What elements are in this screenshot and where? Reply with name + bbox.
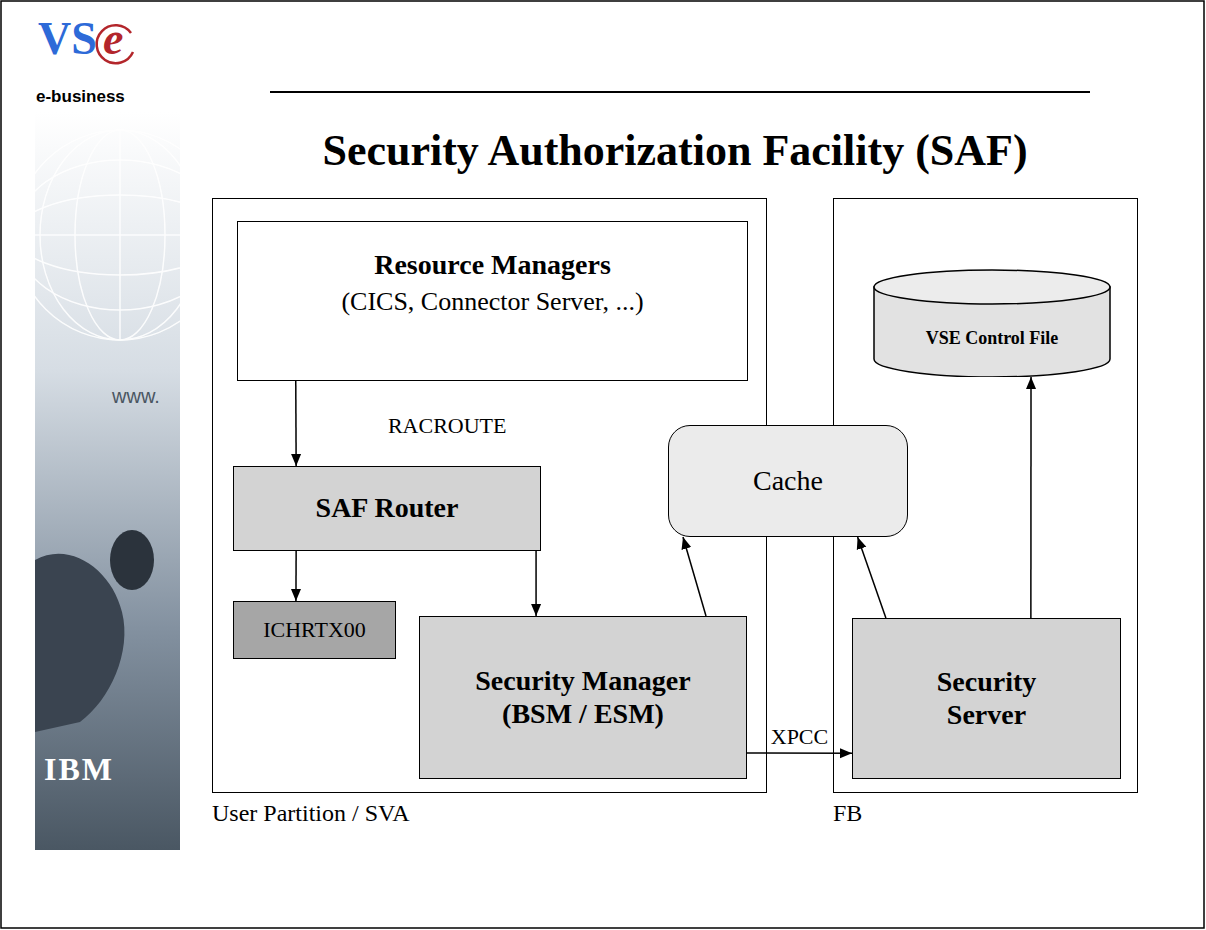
arrow-connector [295, 551, 297, 601]
node-label: Security Manager (BSM / ESM) [463, 665, 703, 729]
graphic-text: www. [112, 385, 160, 407]
node-label: Cache [753, 465, 823, 497]
logo-letter: e [103, 14, 123, 65]
title-rule [270, 91, 1090, 93]
cache-box: Cache [668, 425, 908, 537]
node-label: Security Server [912, 666, 1062, 730]
hand-mouse-graphic [35, 530, 154, 732]
arrow-connector [747, 752, 852, 754]
arrow-connector [1030, 377, 1032, 618]
cylinder-outline [873, 269, 1111, 377]
process-box: Security Manager (BSM / ESM) [419, 616, 747, 779]
arrow-connector [295, 381, 297, 466]
connector-label: RACROUTE [386, 414, 509, 438]
slide-title: Security Authorization Facility (SAF) [212, 126, 1138, 177]
region-label: FB [833, 800, 862, 828]
process-box: Security Server [852, 618, 1121, 779]
logo-tagline: e-business [36, 88, 125, 107]
process-box: SAF Router [233, 466, 541, 551]
node-label: SAF Router [316, 492, 459, 524]
cylinder-top [874, 270, 1110, 304]
sidebar-panel [35, 112, 180, 850]
node-label: (CICS, Connector Server, ...) [341, 287, 643, 317]
process-box: Resource Managers (CICS, Connector Server… [237, 221, 748, 381]
exit-box: ICHRTX00 [233, 601, 396, 659]
region-label: User Partition / SVA [212, 800, 410, 828]
arrow-connector [858, 537, 886, 618]
node-label: VSE Control File [926, 328, 1059, 349]
arrow-connector [683, 537, 706, 616]
arrow-connector [535, 551, 537, 616]
node-label: ICHRTX00 [263, 617, 366, 642]
globe-graphic [35, 130, 180, 340]
database-cylinder: VSE Control File [873, 269, 1111, 377]
connector-label: XPCC [769, 725, 830, 749]
company-logo: IBM [44, 752, 114, 787]
node-label: Resource Managers [374, 249, 611, 281]
logo-text: VS [38, 14, 97, 65]
